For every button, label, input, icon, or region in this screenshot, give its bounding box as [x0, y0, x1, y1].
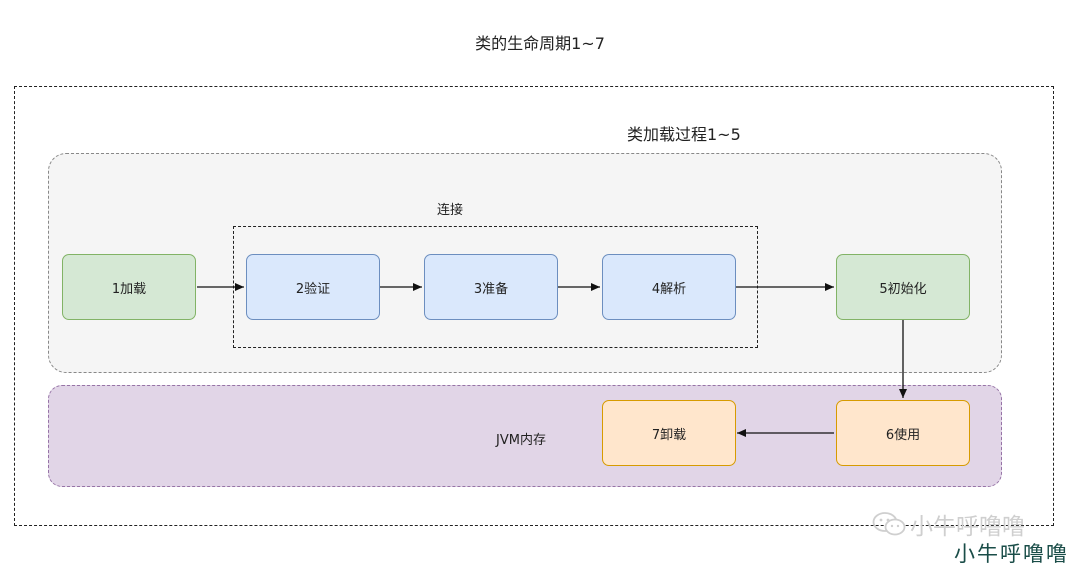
diagram-title: 类的生命周期1~7	[475, 34, 605, 53]
class-loading-title: 类加载过程1~5	[627, 125, 741, 144]
node-resolve: 4解析	[602, 254, 736, 320]
lifecycle-frame	[14, 86, 1054, 526]
wechat-icon	[872, 512, 906, 536]
node-unload: 7卸载	[602, 400, 736, 466]
node-verify: 2验证	[246, 254, 380, 320]
node-prepare: 3准备	[424, 254, 558, 320]
node-init: 5初始化	[836, 254, 970, 320]
jvm-memory-label: JVM内存	[496, 433, 546, 448]
node-use: 6使用	[836, 400, 970, 466]
linking-label: 连接	[437, 203, 464, 218]
watermark-bottom-text: 小牛呼噜噜	[954, 542, 1069, 566]
watermark-overlay-text: 小牛呼噜噜	[910, 514, 1025, 540]
node-load: 1加载	[62, 254, 196, 320]
watermark-overlay: 小牛呼噜噜	[872, 507, 1025, 541]
